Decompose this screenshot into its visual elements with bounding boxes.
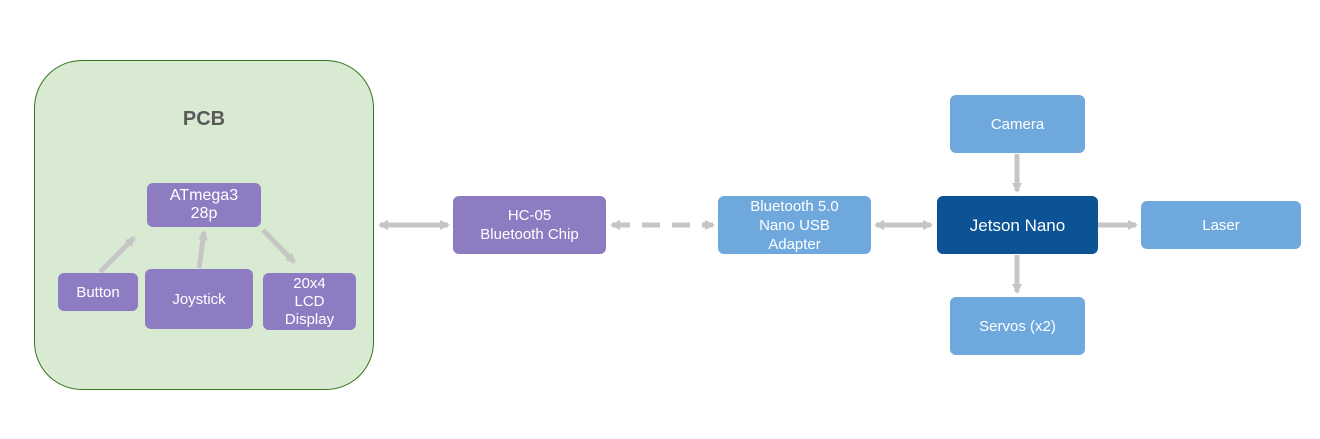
button-node: Button	[58, 273, 138, 311]
bluetooth-adapter-node: Bluetooth 5.0 Nano USB Adapter	[718, 196, 871, 254]
atmega-node: ATmega3 28p	[147, 183, 261, 227]
hc05-node: HC-05 Bluetooth Chip	[453, 196, 606, 254]
arrow-joystick-to-atmega	[196, 230, 208, 269]
laser-node: Laser	[1141, 201, 1301, 249]
pcb-title: PCB	[182, 108, 226, 130]
arrow-button-to-atmega	[98, 236, 136, 274]
servos-node: Servos (x2)	[950, 297, 1085, 355]
camera-node: Camera	[950, 95, 1085, 153]
lcd-node: 20x4 LCD Display	[263, 273, 356, 330]
joystick-node: Joystick	[145, 269, 253, 329]
jetson-nano-node: Jetson Nano	[937, 196, 1098, 254]
arrow-atmega-to-lcd	[261, 228, 296, 264]
